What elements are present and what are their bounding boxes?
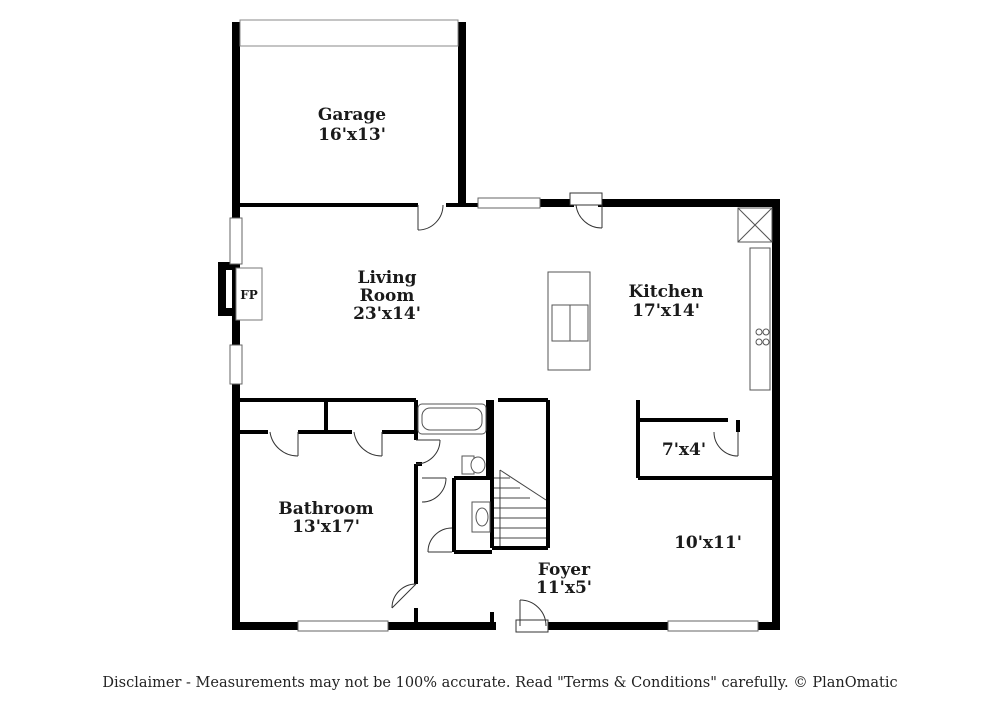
- exterior-walls: [232, 22, 780, 630]
- kitchen-size: 17'x14': [632, 301, 700, 321]
- foyer-size: 11'x5': [536, 578, 592, 598]
- garage-door-opening: [239, 19, 459, 47]
- bathroom-size: 13'x17': [292, 517, 360, 537]
- stairs: [494, 469, 547, 546]
- window-left-lower: [229, 344, 243, 385]
- doors: [269, 192, 739, 633]
- closet-size: 7'x4': [662, 440, 706, 460]
- fireplace: FP: [218, 262, 263, 321]
- window-left-upper: [229, 217, 243, 265]
- living-room-name-line2: Room: [360, 286, 415, 306]
- disclaimer-text: Disclaimer - Measurements may not be 100…: [102, 675, 898, 691]
- kitchen-counter: [749, 247, 771, 391]
- windows: [229, 197, 759, 632]
- garage-size: 16'x13': [318, 125, 386, 145]
- interior-walls: [238, 203, 776, 626]
- window-bottom-right: [667, 620, 759, 632]
- bathroom-name: Bathroom: [278, 499, 373, 519]
- room-10x11-size: 10'x11': [674, 533, 742, 553]
- garage-name: Garage: [318, 105, 386, 125]
- fireplace-label: FP: [240, 288, 258, 302]
- window-top-living: [477, 197, 541, 209]
- foyer-name: Foyer: [538, 560, 591, 580]
- fixtures: [417, 207, 773, 533]
- living-room-name-line1: Living: [358, 268, 417, 288]
- window-bottom-bathroom: [297, 620, 389, 632]
- kitchen-name: Kitchen: [629, 282, 704, 302]
- living-room-size: 23'x14': [353, 304, 421, 324]
